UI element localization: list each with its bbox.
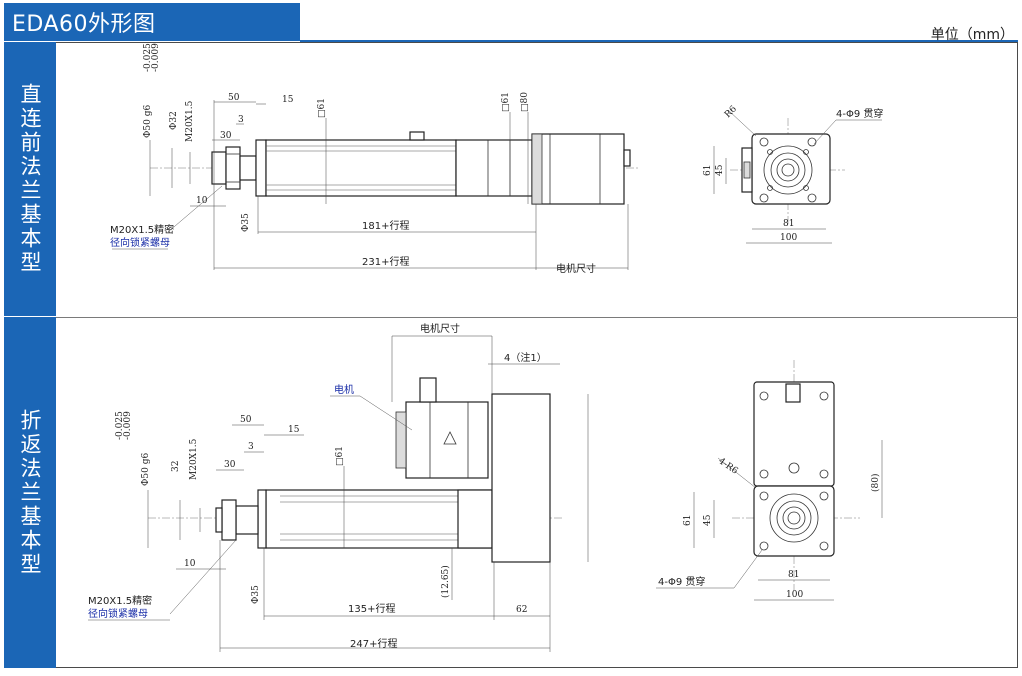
svg-text:Φ35: Φ35 (241, 213, 251, 232)
svg-text:(12.65): (12.65) (440, 565, 451, 598)
svg-text:-0.025: -0.025 (115, 411, 125, 440)
svg-text:4-R6: 4-R6 (716, 456, 739, 477)
svg-text:电机尺寸: 电机尺寸 (556, 262, 596, 275)
svg-text:M20X1.5: M20X1.5 (189, 438, 199, 480)
svg-text:50: 50 (240, 415, 252, 425)
svg-text:45: 45 (703, 514, 713, 526)
svg-text:Φ35: Φ35 (251, 585, 261, 604)
page-title: EDA60外形图 (4, 3, 300, 41)
section-divider (56, 317, 1018, 318)
svg-text:50: 50 (228, 93, 240, 103)
lock-nut (225, 146, 241, 190)
pulley-box (491, 393, 551, 563)
svg-text:M20X1.5精密: M20X1.5精密 (110, 223, 174, 236)
svg-text:M20X1.5: M20X1.5 (185, 100, 195, 142)
svg-text:R6: R6 (723, 104, 739, 120)
svg-text:181+行程: 181+行程 (362, 219, 409, 232)
svg-text:Φ32: Φ32 (169, 111, 179, 130)
svg-text:电机尺寸: 电机尺寸 (420, 322, 460, 335)
direct-side-view (112, 100, 640, 270)
svg-text:10: 10 (184, 559, 196, 569)
svg-text:4-Φ9 贯穿: 4-Φ9 贯穿 (658, 575, 705, 588)
svg-text:径向锁紧螺母: 径向锁紧螺母 (110, 236, 170, 249)
folded-side-labels: 电机尺寸 4（注1） 电机 -0.009 -0.025 Φ50 g6 32 M2… (88, 322, 547, 650)
svg-text:□80: □80 (520, 92, 530, 112)
svg-text:15: 15 (282, 95, 294, 105)
svg-text:3: 3 (248, 442, 254, 452)
svg-text:□61: □61 (501, 92, 511, 112)
svg-text:电机: 电机 (334, 383, 354, 396)
svg-text:-0.025: -0.025 (143, 43, 153, 72)
svg-text:Φ50 g6: Φ50 g6 (143, 105, 153, 138)
svg-text:81: 81 (788, 570, 799, 580)
svg-text:135+行程: 135+行程 (348, 602, 395, 615)
front-flange (255, 139, 267, 197)
svg-text:M20X1.5精密: M20X1.5精密 (88, 594, 152, 607)
section-label-folded: 折返法兰基本型 (4, 317, 56, 668)
svg-text:81: 81 (783, 219, 794, 229)
folded-side-view (88, 335, 589, 652)
svg-text:62: 62 (516, 605, 527, 615)
svg-text:径向锁紧螺母: 径向锁紧螺母 (88, 607, 148, 620)
actuator-body (265, 139, 457, 197)
svg-text:61: 61 (683, 515, 693, 526)
svg-text:(80): (80) (870, 474, 881, 492)
svg-text:Φ50 g6: Φ50 g6 (141, 453, 151, 486)
svg-text:4-Φ9 贯穿: 4-Φ9 贯穿 (836, 107, 883, 120)
svg-text:-0.009: -0.009 (123, 411, 133, 440)
motor-body (531, 133, 625, 205)
svg-text:231+行程: 231+行程 (362, 255, 409, 268)
svg-text:30: 30 (224, 460, 236, 470)
svg-text:□61: □61 (317, 98, 327, 118)
svg-text:45: 45 (715, 164, 725, 176)
svg-text:10: 10 (196, 196, 208, 206)
svg-text:□61: □61 (335, 446, 345, 466)
svg-text:4（注1）: 4（注1） (504, 351, 547, 364)
svg-text:247+行程: 247+行程 (350, 637, 397, 650)
svg-text:15: 15 (288, 425, 300, 435)
svg-text:-0.009: -0.009 (151, 43, 161, 72)
svg-text:100: 100 (780, 233, 797, 243)
svg-text:30: 30 (220, 131, 232, 141)
svg-text:100: 100 (786, 590, 803, 600)
unit-label: 单位（mm） (930, 27, 1014, 43)
svg-text:61: 61 (703, 165, 713, 176)
section-label-direct: 直连前法兰基本型 (4, 42, 56, 317)
folded-motor (405, 401, 489, 479)
title-rule (300, 40, 1018, 42)
folded-flange-view (656, 360, 883, 601)
rod (239, 155, 257, 181)
direct-flange-view (713, 109, 882, 244)
svg-text:3: 3 (238, 115, 244, 125)
svg-text:32: 32 (171, 461, 181, 472)
direct-side-labels: -0.009 -0.025 Φ50 g6 Φ32 M20X1.5 50 15 3… (110, 43, 596, 275)
